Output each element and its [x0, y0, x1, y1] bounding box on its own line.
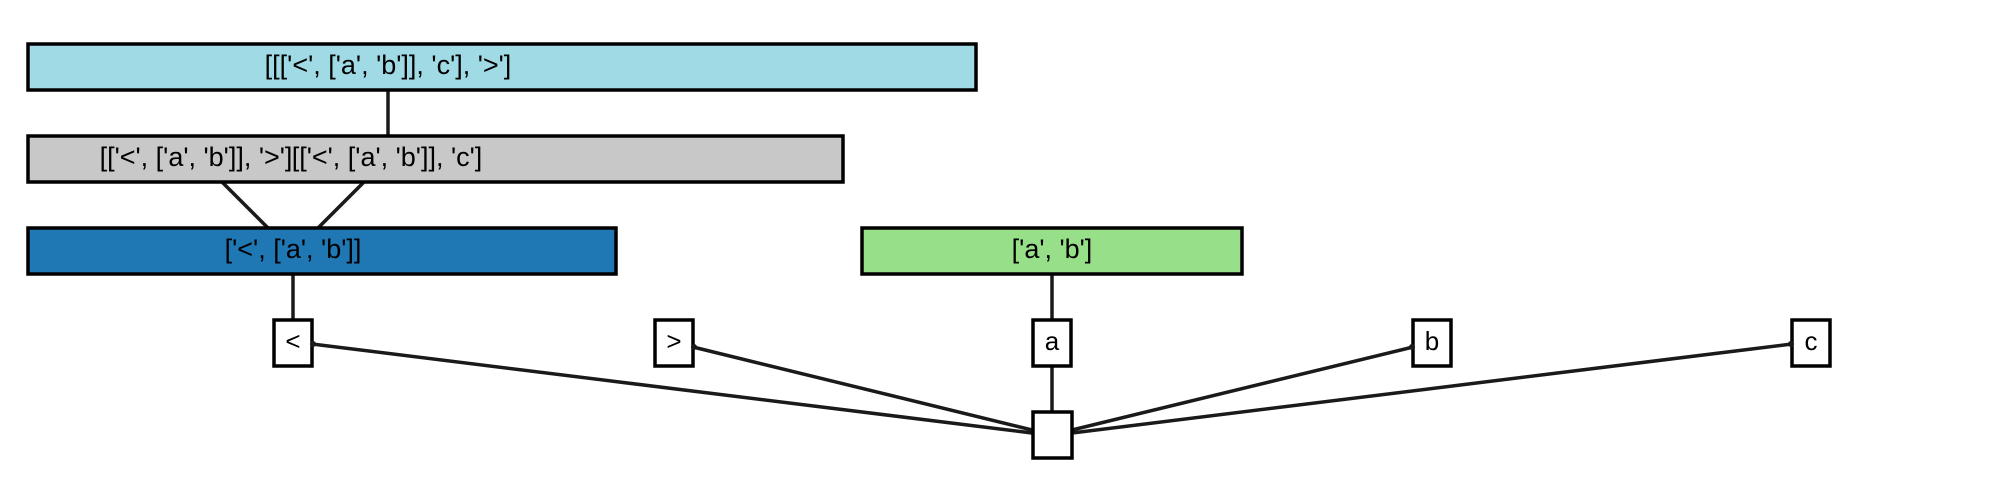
leaf-gt-label: >: [666, 326, 681, 356]
root-node-box: [1031, 410, 1074, 460]
node-top-label: [[['<', ['a', 'b']], 'c'], '>']: [265, 50, 512, 80]
leaf-c-box: [1790, 318, 1832, 368]
node-gray: [['<', ['a', 'b']], '>'] [['<', ['a', 'b…: [26, 134, 845, 184]
node-gray-box: [26, 134, 845, 184]
leaf-b: b: [1411, 318, 1453, 368]
edge-gray-blue-left: [220, 180, 270, 230]
leaf-a: a: [1031, 318, 1073, 368]
leaf-lt: <: [272, 318, 314, 368]
node-blue-label: ['<', ['a', 'b']]: [225, 234, 362, 264]
node-gray-label-left: [['<', ['a', 'b']], '>']: [100, 142, 293, 172]
leaf-gt-box: [653, 318, 695, 368]
edge-lt-root: [311, 342, 1033, 435]
node-blue-box: [26, 226, 618, 276]
node-green-label: ['a', 'b']: [1012, 234, 1093, 264]
edge-gt-root: [692, 345, 1033, 432]
node-blue: ['<', ['a', 'b']]: [26, 226, 618, 276]
leaf-b-box: [1411, 318, 1453, 368]
node-green: ['a', 'b']: [860, 226, 1244, 276]
leaf-b-label: b: [1425, 326, 1439, 356]
port-c: [1788, 341, 1794, 347]
node-top-box: [26, 42, 978, 92]
port-gt: [691, 344, 697, 350]
edge-gray-blue-right: [316, 180, 366, 230]
leaf-gt: >: [653, 318, 695, 368]
node-top: [[['<', ['a', 'b']], 'c'], '>']: [26, 42, 978, 92]
port-b: [1409, 344, 1415, 350]
leaf-lt-label: <: [285, 326, 300, 356]
leaf-a-label: a: [1045, 326, 1060, 356]
leaf-c: c: [1790, 318, 1832, 368]
edge-b-root: [1071, 345, 1414, 432]
edge-c-root: [1071, 342, 1793, 435]
root-node: [1031, 410, 1074, 460]
edges: [220, 90, 1793, 435]
leaf-c-label: c: [1805, 326, 1818, 356]
ports: [310, 341, 1794, 350]
leaf-lt-box: [272, 318, 314, 368]
node-gray-label-right: [['<', ['a', 'b']], 'c']: [292, 142, 483, 172]
port-lt: [310, 341, 316, 347]
leaf-a-box: [1031, 318, 1073, 368]
node-green-box: [860, 226, 1244, 276]
